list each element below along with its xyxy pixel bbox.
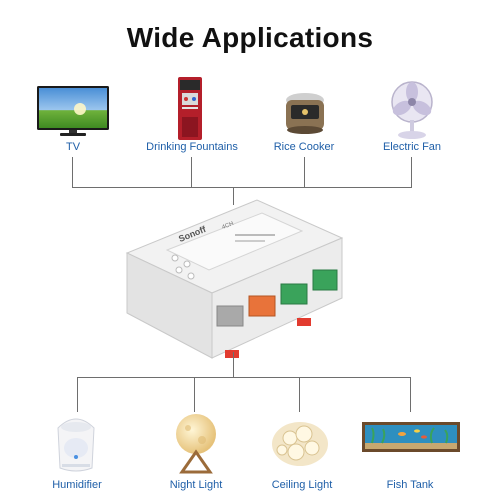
label-ceiling-light: Ceiling Light [271, 479, 333, 491]
label-humidifier: Humidifier [52, 479, 102, 491]
connector-tv [72, 157, 73, 187]
night-light-icon [172, 412, 220, 474]
connector-night-light [194, 377, 195, 412]
fish-tank-icon [362, 422, 460, 452]
ceiling-light-icon [270, 418, 330, 468]
water-dispenser-icon [176, 77, 204, 141]
label-rice-cooker: Rice Cooker [273, 141, 335, 153]
connector-electric-fan [411, 157, 412, 187]
connector-rice-cooker [304, 157, 305, 187]
connector-humidifier [77, 377, 78, 412]
rice-cooker-icon [283, 91, 327, 135]
label-drinking-fountains: Drinking Fountains [146, 141, 238, 153]
connector-ceiling-light [299, 377, 300, 412]
bottom-bus-line [77, 377, 411, 378]
connector-fish-tank [410, 377, 411, 412]
humidifier-icon [52, 412, 100, 474]
label-tv: TV [65, 141, 81, 153]
label-fish-tank: Fish Tank [386, 479, 434, 491]
smart-switch-icon [117, 198, 344, 368]
top-trunk-line [233, 187, 234, 205]
fan-icon [387, 80, 437, 140]
label-electric-fan: Electric Fan [382, 141, 442, 153]
page-title: Wide Applications [126, 22, 374, 53]
label-night-light: Night Light [169, 479, 223, 491]
tv-icon [36, 85, 110, 137]
connector-drinking-fountains [191, 157, 192, 187]
top-bus-line [72, 187, 412, 188]
bottom-trunk-line [233, 352, 234, 378]
